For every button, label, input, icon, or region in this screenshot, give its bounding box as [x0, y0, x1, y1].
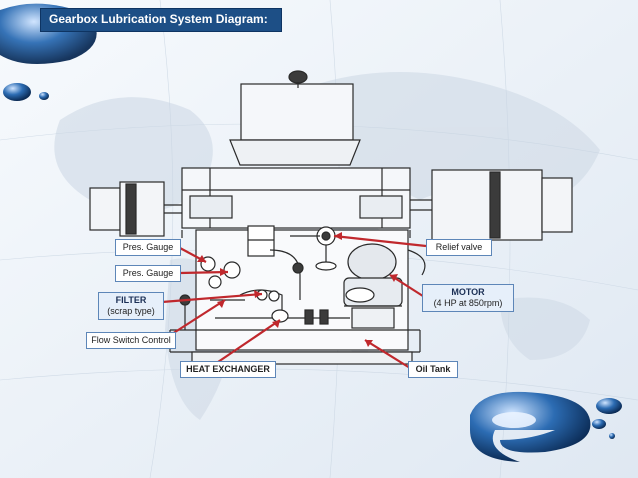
label-oil-tank-text: Oil Tank: [415, 364, 451, 374]
label-filter: FILTER (scrap type): [98, 292, 164, 320]
arrowheads: [197, 232, 398, 347]
label-motor-title: MOTOR: [451, 287, 485, 297]
label-pres-gauge-2: Pres. Gauge: [115, 265, 181, 282]
label-filter-title: FILTER: [115, 295, 147, 305]
gearbox-drawing: [89, 70, 573, 365]
label-filter-subtitle: (scrap type): [107, 306, 155, 316]
label-oil-tank: Oil Tank: [408, 361, 458, 378]
blue-e-logo-icon: [470, 391, 622, 462]
slide-title-bar: Gearbox Lubrication System Diagram:: [40, 8, 282, 32]
label-motor: MOTOR (4 HP at 850rpm): [422, 284, 514, 312]
label-flow-switch-text: Flow Switch Control: [91, 335, 171, 345]
slide-title: Gearbox Lubrication System Diagram:: [49, 12, 268, 26]
callout-arrows: [161, 234, 427, 369]
label-heat-exchanger: HEAT EXCHANGER: [180, 361, 276, 378]
label-motor-subtitle: (4 HP at 850rpm): [433, 298, 503, 308]
label-heat-exchanger-text: HEAT EXCHANGER: [186, 364, 270, 374]
label-flow-switch: Flow Switch Control: [86, 332, 176, 349]
label-relief-valve: Relief valve: [426, 239, 492, 256]
label-pres-gauge-1: Pres. Gauge: [115, 239, 181, 256]
label-relief-valve-text: Relief valve: [435, 242, 483, 252]
label-pres-gauge-1-text: Pres. Gauge: [122, 242, 174, 252]
label-pres-gauge-2-text: Pres. Gauge: [122, 268, 174, 278]
